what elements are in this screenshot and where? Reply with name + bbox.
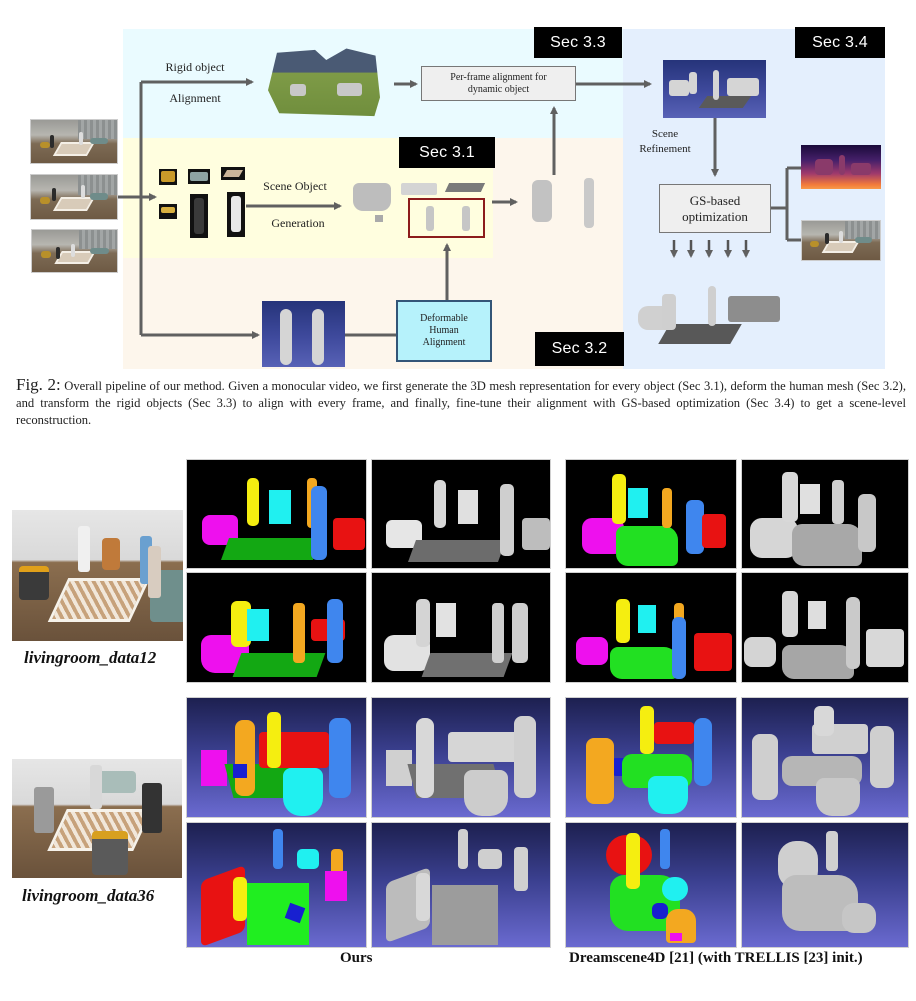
ours-colored-data12-view2 [186,572,367,683]
sec-3-3-badge: Sec 3.3 [534,27,622,58]
per-frame-alignment-box: Per-frame alignment for dynamic object [421,66,576,101]
scene-label-data12: livingroom_data12 [24,648,157,667]
gs-line2: optimization [682,208,748,224]
input-photo-livingroom-data12 [12,510,183,641]
column-label-baseline: Dreamscene4D [21] (with TRELLIS [23] ini… [569,950,863,966]
figure-caption-text: Overall pipeline of our method. Given a … [16,379,907,427]
aligned-human-mesh-2 [584,178,594,228]
baseline-colored-data36-view1 [565,697,737,818]
baseline-colored-data12-view1 [565,459,737,569]
ours-colored-data12-view1 [186,459,367,569]
aligned-scene-render [663,60,766,118]
figure-label: Fig. 2: [16,375,61,394]
baseline-colored-data12-view2 [565,572,737,683]
generated-rug-mesh [444,183,486,192]
dynamic-object-region [493,138,623,258]
aligned-human-mesh-1 [532,180,552,222]
generated-sofa-mesh [401,183,437,195]
sec-3-4-badge: Sec 3.4 [795,27,885,58]
ours-gray-data12-view1 [371,459,551,569]
baseline-gray-data36-view2 [741,822,909,948]
baseline-gray-data12-view2 [741,572,909,683]
alignment-label: Alignment [169,91,221,105]
crop-stool [159,204,177,219]
deformable-line1: Deformable [420,313,468,324]
scene-label-data36: livingroom_data36 [22,886,155,905]
generated-armchair-mesh [353,183,391,211]
per-frame-alignment-line2: dynamic object [467,83,530,95]
crop-person-2 [227,192,245,237]
per-frame-alignment-line1: Per-frame alignment for [450,71,547,83]
deformable-line2: Human [429,325,459,336]
generation-label: Generation [271,216,325,230]
rgb-render [801,220,881,261]
figure-caption: Fig. 2: Overall pipeline of our method. … [16,376,906,429]
rigid-alignment-pointcloud [268,47,380,119]
deformable-line3: Alignment [422,337,466,348]
input-video-frame-3 [31,229,118,273]
sec-3-2-badge: Sec 3.2 [535,332,624,366]
depth-render [801,145,881,189]
column-label-ours: Ours [340,950,373,966]
input-photo-livingroom-data36 [12,759,182,878]
scene-object-label: Scene Object [263,179,327,193]
smpl-human-render [262,301,345,367]
deformable-human-alignment-box: Deformable Human Alignment [396,300,492,362]
ours-gray-data12-view2 [371,572,551,683]
refinement-label: Refinement [639,143,691,155]
input-video-frame-1 [30,119,118,164]
gs-line1: GS-based [689,192,741,208]
ours-colored-data36-view2 [186,822,367,948]
crop-person-1 [190,194,208,238]
crop-armchair [159,169,177,185]
input-video-frame-2 [30,174,118,220]
generated-stool-mesh [375,215,383,222]
gs-optimization-box: GS-based optimization [659,184,771,233]
baseline-gray-data12-view1 [741,459,909,569]
ours-gray-data36-view2 [371,822,551,948]
sec-3-1-badge: Sec 3.1 [399,137,495,168]
crop-sofa [188,169,210,184]
ours-gray-data36-view1 [371,697,551,818]
scene-label: Scene [651,128,679,140]
baseline-gray-data36-view1 [741,697,909,818]
rigid-object-label: Rigid object [165,60,225,74]
crop-rug [221,167,245,180]
pipeline-diagram: Rigid object Alignment Per-frame alignme… [0,0,916,370]
human-mesh-group [408,198,485,238]
ours-colored-data36-view1 [186,697,367,818]
baseline-colored-data36-view2 [565,822,737,948]
final-scene-reconstruction [636,284,786,354]
